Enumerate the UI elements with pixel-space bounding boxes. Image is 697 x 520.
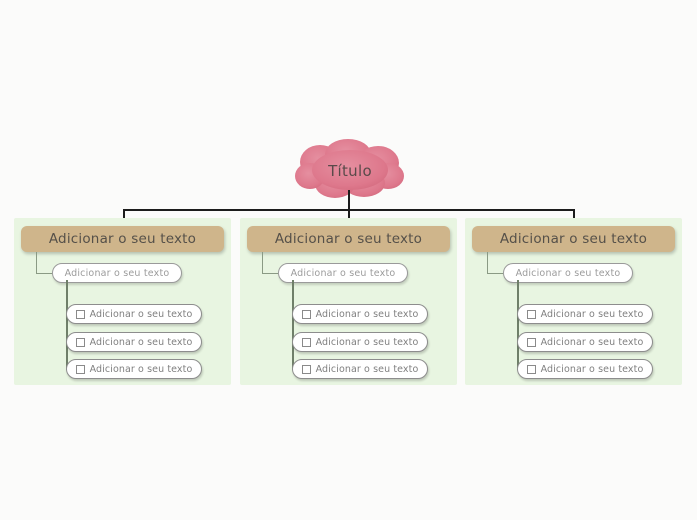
leaf-item-label: Adicionar o seu texto <box>540 308 644 320</box>
leaf-item-label: Adicionar o seu texto <box>315 308 419 320</box>
root-node-label: Título <box>328 162 372 180</box>
sub-node-label: Adicionar o seu texto <box>515 267 621 279</box>
branch-header-3[interactable]: Adicionar o seu texto <box>472 226 675 252</box>
leaf-item[interactable]: Adicionar o seu texto <box>517 332 653 352</box>
leaf-item-label: Adicionar o seu texto <box>315 363 419 375</box>
sub-node-2[interactable]: Adicionar o seu texto <box>278 263 408 283</box>
branch-header-label: Adicionar o seu texto <box>499 231 648 247</box>
leaf-item-label: Adicionar o seu texto <box>540 363 644 375</box>
leaf-item-label: Adicionar o seu texto <box>89 363 193 375</box>
branch-header-label: Adicionar o seu texto <box>48 231 197 247</box>
branch-wire-vertical-upper <box>487 252 488 274</box>
leaf-item[interactable]: Adicionar o seu texto <box>292 332 428 352</box>
leaf-item[interactable]: Adicionar o seu texto <box>292 359 428 379</box>
leaf-item[interactable]: Adicionar o seu texto <box>292 304 428 324</box>
checkbox-icon[interactable] <box>526 309 536 319</box>
branch-wire-trunk <box>517 280 519 368</box>
branch-header-2[interactable]: Adicionar o seu texto <box>247 226 450 252</box>
checkbox-icon[interactable] <box>301 309 311 319</box>
leaf-item-label: Adicionar o seu texto <box>89 308 193 320</box>
branch-header-1[interactable]: Adicionar o seu texto <box>21 226 224 252</box>
leaf-item[interactable]: Adicionar o seu texto <box>66 332 202 352</box>
branch-wire-trunk <box>292 280 294 368</box>
leaf-item[interactable]: Adicionar o seu texto <box>66 304 202 324</box>
checkbox-icon[interactable] <box>75 309 85 319</box>
checkbox-icon[interactable] <box>526 337 536 347</box>
branch-wire-vertical-upper <box>262 252 263 274</box>
branch-wire-trunk <box>66 280 68 368</box>
checkbox-icon[interactable] <box>75 364 85 374</box>
branch-wire-horizontal-upper <box>36 273 52 274</box>
leaf-item[interactable]: Adicionar o seu texto <box>517 359 653 379</box>
checkbox-icon[interactable] <box>301 364 311 374</box>
leaf-item-label: Adicionar o seu texto <box>89 336 193 348</box>
leaf-item[interactable]: Adicionar o seu texto <box>517 304 653 324</box>
branch-wire-horizontal-upper <box>487 273 503 274</box>
branch-panel-1: Adicionar o seu texto Adicionar o seu te… <box>14 218 231 385</box>
branch-wire-horizontal-upper <box>262 273 278 274</box>
sub-node-3[interactable]: Adicionar o seu texto <box>503 263 633 283</box>
checkbox-icon[interactable] <box>75 337 85 347</box>
branch-header-label: Adicionar o seu texto <box>274 231 423 247</box>
leaf-item[interactable]: Adicionar o seu texto <box>66 359 202 379</box>
branch-panel-3: Adicionar o seu texto Adicionar o seu te… <box>465 218 682 385</box>
leaf-item-label: Adicionar o seu texto <box>315 336 419 348</box>
branch-panel-2: Adicionar o seu texto Adicionar o seu te… <box>240 218 457 385</box>
sub-node-1[interactable]: Adicionar o seu texto <box>52 263 182 283</box>
cloud-shape-icon <box>295 139 404 198</box>
sub-node-label: Adicionar o seu texto <box>64 267 170 279</box>
branch-wire-vertical-upper <box>36 252 37 274</box>
connector-root-stem <box>348 190 350 210</box>
leaf-item-label: Adicionar o seu texto <box>540 336 644 348</box>
root-node-cloud[interactable]: Título <box>290 138 410 198</box>
checkbox-icon[interactable] <box>526 364 536 374</box>
sub-node-label: Adicionar o seu texto <box>290 267 396 279</box>
checkbox-icon[interactable] <box>301 337 311 347</box>
